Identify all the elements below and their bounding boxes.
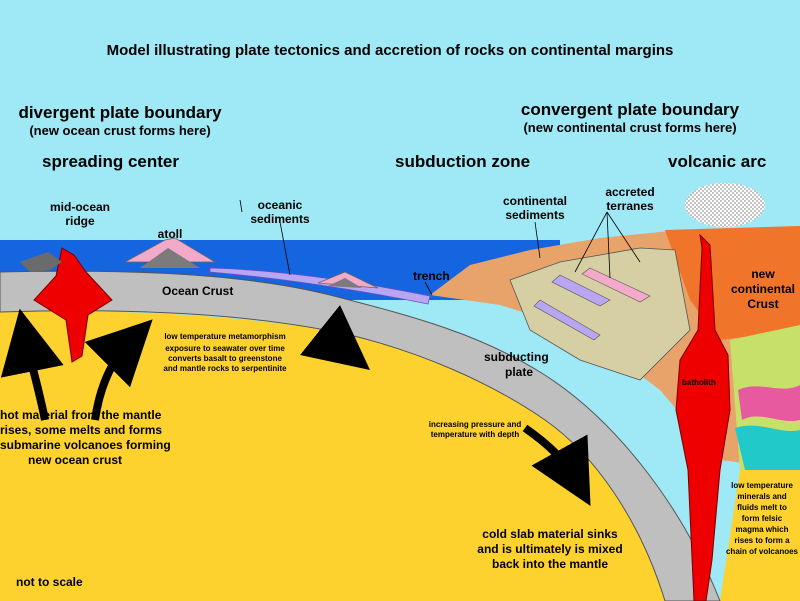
hot-material-line-1: hot material from the mantle	[0, 408, 162, 422]
trench-label: trench	[413, 269, 450, 283]
cold-slab-line-2: and is ultimately is mixed	[477, 542, 623, 556]
felsic-melt-line-7: chain of volcanoes	[725, 547, 799, 556]
oceanic-sediment-layer	[209, 267, 431, 305]
oceanic-dot-leader	[239, 199, 243, 213]
cold-slab-line-3: back into the mantle	[491, 557, 609, 571]
subduction-zone-label: subduction zone	[395, 152, 531, 171]
felsic-melt-line-5: magma which	[735, 525, 789, 534]
felsic-melt-line-6: rises to form a	[734, 536, 790, 545]
accreted-slice-pink	[581, 267, 651, 303]
old-terrane-pink	[738, 385, 800, 422]
hot-material-line-2: rises, some melts and forms	[0, 423, 163, 437]
cold-slab-line-1: cold slab material sinks	[482, 527, 618, 541]
slab-sinking-arrow	[522, 424, 591, 506]
batholith-magma	[675, 233, 731, 601]
convergent-heading: convergent plate boundary	[520, 100, 740, 119]
small-seamount	[328, 278, 362, 288]
old-terrane-teal	[735, 425, 800, 470]
eruption-cloud	[685, 183, 765, 227]
diagram-title: Model illustrating plate tectonics and a…	[106, 42, 674, 59]
accreted-leader-1	[574, 211, 608, 273]
atoll-label: atoll	[157, 227, 183, 241]
felsic-melt-line-4: form felsic	[741, 514, 783, 523]
accreted-slice-purple	[551, 274, 611, 307]
divergent-subheading: (new ocean crust forms here)	[29, 123, 211, 138]
not-to-scale-label: not to scale	[16, 575, 83, 589]
accreted-terranes-label-2: terranes	[606, 199, 654, 213]
oceanic-sediments-label-2: sediments	[250, 212, 310, 226]
mantle-upwelling-arrow-left	[0, 308, 64, 421]
accreted-leader-3	[606, 211, 641, 263]
plate-motion-arrow	[300, 305, 370, 370]
subducting-plate-label-2: plate	[504, 365, 533, 379]
hot-material-line-4: new ocean crust	[27, 453, 123, 467]
divergent-heading: divergent plate boundary	[18, 103, 222, 122]
trench-leader	[424, 281, 433, 296]
continental-sediments-label-2: sediments	[505, 208, 565, 222]
accreted-terranes-label-1: accreted	[605, 185, 655, 199]
felsic-melt-line-2: minerals and	[737, 492, 787, 501]
mantle-upwelling-arrow-right	[84, 319, 153, 421]
volcanic-arc-label: volcanic arc	[668, 152, 767, 171]
ridge-label-2: ridge	[65, 214, 95, 228]
hot-material-line-3: submarine volcanoes forming	[0, 438, 171, 452]
batholith-label: batholith	[682, 378, 716, 387]
continental-sediment-leader	[534, 221, 541, 259]
ridge-magma	[33, 247, 113, 363]
convergent-subheading: (new continental crust forms here)	[523, 120, 737, 135]
new-crust-label-2: continental	[730, 282, 795, 296]
metamorphism-heading: low temperature metamorphism	[164, 332, 286, 341]
metamorphism-line-1: exposure to seawater over time	[165, 344, 285, 353]
felsic-melt-line-1: low temperature	[731, 481, 793, 490]
new-crust-label-1: new	[751, 267, 775, 281]
metamorphism-line-2: converts basalt to greenstone	[168, 354, 282, 363]
accreted-leader-2	[606, 211, 611, 279]
metamorphism-line-3: and mantle rocks to serpentinite	[163, 364, 287, 373]
spreading-center-label: spreading center	[42, 152, 179, 171]
subducting-plate-label-1: subducting	[484, 350, 549, 364]
continental-sediments-label-1: continental	[502, 194, 567, 208]
pressure-line-1: increasing pressure and	[428, 420, 522, 429]
pressure-line-2: temperature with depth	[430, 430, 520, 439]
ridge-peak	[20, 252, 62, 272]
accreted-slice-purple-2	[533, 299, 601, 341]
felsic-melt-line-3: fluids melt to	[737, 503, 787, 512]
atoll-seamount	[140, 248, 200, 268]
ocean-crust-label: Ocean Crust	[162, 284, 234, 298]
ridge-label-1: mid-ocean	[49, 200, 110, 214]
oceanic-sediment-leader	[279, 221, 291, 276]
new-crust-label-3: Crust	[747, 297, 779, 311]
oceanic-sediments-label-1: oceanic	[257, 198, 303, 212]
